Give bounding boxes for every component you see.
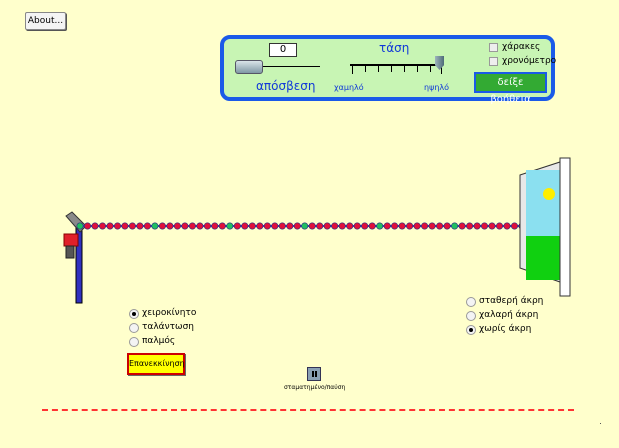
tension-high-label: ηψηλό (424, 83, 450, 92)
string-bead (203, 222, 211, 230)
string-bead (301, 222, 309, 230)
end-label-loose: χαλαρή άκρη (479, 310, 539, 320)
corner-dot (600, 423, 601, 424)
string-bead (196, 222, 204, 230)
damping-value-field[interactable]: 0 (269, 43, 297, 57)
mode-label-pulse: παλμός (142, 336, 176, 346)
rulers-label: χάρακες (502, 42, 541, 52)
show-help-button[interactable]: δείξε βοήθεια (474, 72, 547, 105)
string-bead (466, 222, 474, 230)
string-bead (226, 222, 234, 230)
damping-slider-knob[interactable] (235, 60, 263, 74)
string-bead (458, 222, 466, 230)
reference-dashed-line (42, 409, 574, 411)
string-beads (76, 222, 526, 230)
string-bead (473, 222, 481, 230)
string-bead (451, 222, 459, 230)
mode-label-oscillation: ταλάντωση (142, 322, 195, 332)
string-bead (271, 222, 279, 230)
string-bead (188, 222, 196, 230)
string-bead (241, 222, 249, 230)
mode-radio-oscillation[interactable] (129, 323, 139, 333)
string-bead (428, 222, 436, 230)
string-bead (106, 222, 114, 230)
restart-button[interactable]: Επανεκκίνηση (127, 353, 185, 375)
string-bead (436, 222, 444, 230)
string-bead (263, 222, 271, 230)
string-bead (383, 222, 391, 230)
tension-low-label: χαμηλό (334, 83, 364, 92)
string-bead (316, 222, 324, 230)
control-panel: 0 απόσβεση τάση χαμηλό ηψηλό χάρακες χρο… (220, 35, 557, 105)
tension-slider-track[interactable] (350, 64, 442, 66)
string-bead (346, 222, 354, 230)
string-bead (158, 222, 166, 230)
string-bead (480, 222, 488, 230)
string-bead (361, 222, 369, 230)
string-bead (495, 222, 503, 230)
string-bead (413, 222, 421, 230)
string-bead (510, 222, 518, 230)
rulers-checkbox[interactable] (489, 43, 498, 52)
string-bead (121, 222, 129, 230)
mode-radio-pulse[interactable] (129, 337, 139, 347)
tension-slider-knob[interactable] (435, 56, 444, 70)
string-bead (503, 222, 511, 230)
string-bead (218, 222, 226, 230)
string-bead (278, 222, 286, 230)
string-bead (181, 222, 189, 230)
string-bead (211, 222, 219, 230)
end-label-none: χωρίς άκρη (479, 324, 532, 334)
string-bead (286, 222, 294, 230)
timer-checkbox[interactable] (489, 57, 498, 66)
pause-label: σταματημένο/παύση (284, 384, 346, 391)
pause-button[interactable] (307, 367, 321, 381)
about-button[interactable]: About... (25, 12, 66, 30)
end-radio-none[interactable] (466, 325, 476, 335)
string-bead (406, 222, 414, 230)
string-bead (136, 222, 144, 230)
string-bead (368, 222, 376, 230)
damping-label: απόσβεση (256, 79, 316, 93)
string-bead (143, 222, 151, 230)
string-bead (443, 222, 451, 230)
end-radio-fixed[interactable] (466, 297, 476, 307)
string-bead (391, 222, 399, 230)
string-bead (91, 222, 99, 230)
string-bead (308, 222, 316, 230)
string-bead (84, 222, 92, 230)
string-bead (323, 222, 331, 230)
string-bead (233, 222, 241, 230)
end-radio-loose[interactable] (466, 311, 476, 321)
string-bead (114, 222, 122, 230)
mode-radio-manual[interactable] (129, 309, 139, 319)
string-bead (128, 222, 136, 230)
string-bead (421, 222, 429, 230)
string-bead (173, 222, 181, 230)
string-bead (99, 222, 107, 230)
string-bead (76, 222, 84, 230)
string-bead (166, 222, 174, 230)
end-label-fixed: σταθερή άκρη (479, 296, 544, 306)
tension-label: τάση (379, 41, 410, 55)
string-bead (488, 222, 496, 230)
string-bead (398, 222, 406, 230)
string-bead (331, 222, 339, 230)
string-bead (151, 222, 159, 230)
string-bead (376, 222, 384, 230)
string-bead (293, 222, 301, 230)
damping-slider-track[interactable] (238, 66, 320, 67)
mode-label-manual: χειροκίνητο (142, 308, 197, 318)
string-bead (338, 222, 346, 230)
string-bead (353, 222, 361, 230)
timer-label: χρονόμετρο (502, 56, 557, 66)
window-end (519, 157, 571, 297)
string-bead (256, 222, 264, 230)
string-bead (248, 222, 256, 230)
